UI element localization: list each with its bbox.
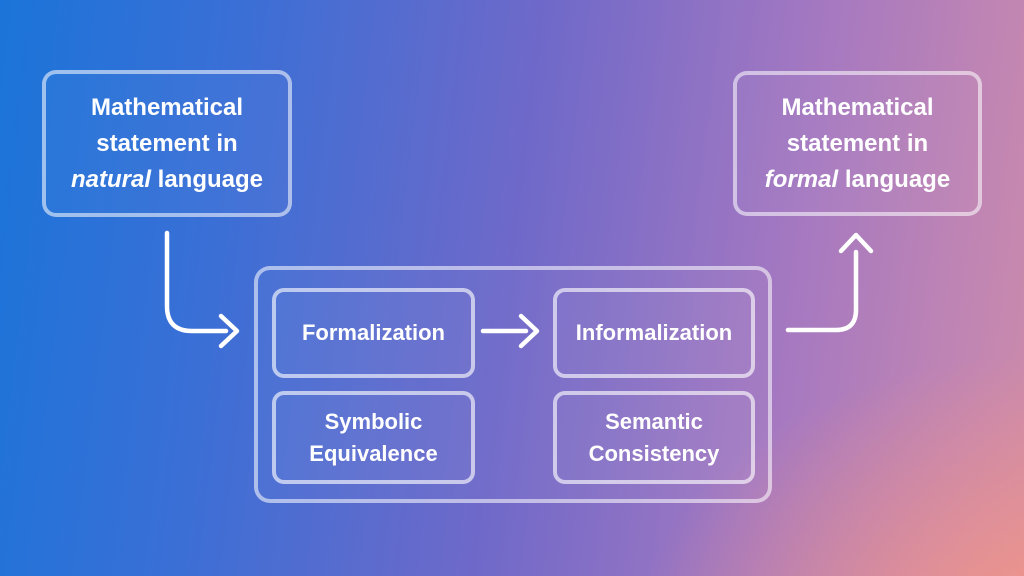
node-symbolic-equivalence-label: Symbolic Equivalence	[309, 408, 438, 466]
node-formalization-label: Formalization	[301, 320, 445, 345]
node-natural-statement: Mathematical statement in natural langua…	[42, 70, 292, 217]
node-formal-statement: Mathematical statement in formal languag…	[733, 71, 982, 216]
arrow-natural-to-pipeline	[164, 230, 240, 349]
node-informalization: Informalization	[553, 288, 755, 378]
node-formal-statement-label: Mathematical statement in formal languag…	[764, 93, 951, 193]
node-formalization: Formalization	[272, 288, 475, 378]
arrowhead-right-icon	[218, 313, 240, 349]
node-symbolic-equivalence: Symbolic Equivalence	[272, 391, 475, 484]
italic-word: formal	[764, 165, 839, 193]
italic-word: natural	[70, 165, 151, 193]
node-natural-statement-label: Mathematical statement in natural langua…	[70, 93, 264, 193]
arrowhead-up-icon	[838, 232, 874, 254]
node-informalization-label: Informalization	[575, 320, 733, 345]
arrow-pipeline-to-formal	[785, 232, 874, 333]
node-semantic-consistency-label: Semantic Consistency	[588, 408, 720, 466]
pipeline-container	[254, 266, 772, 503]
node-semantic-consistency: Semantic Consistency	[553, 391, 755, 484]
